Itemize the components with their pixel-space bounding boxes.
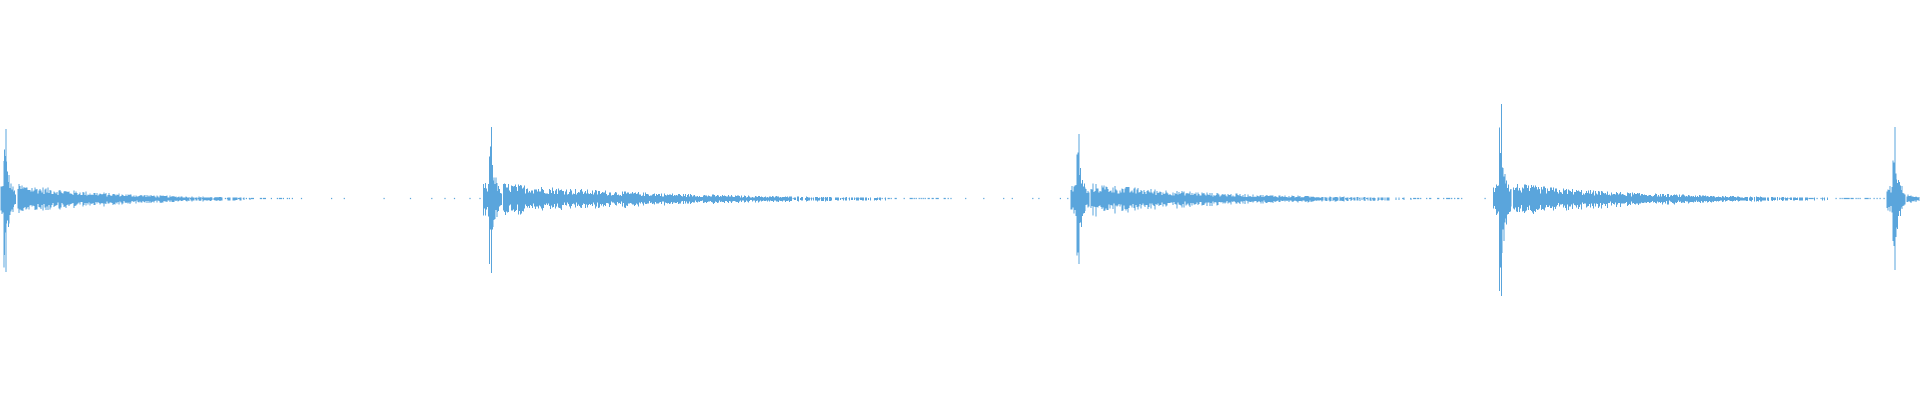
waveform-trace xyxy=(0,104,1920,296)
waveform-path xyxy=(0,104,1920,296)
